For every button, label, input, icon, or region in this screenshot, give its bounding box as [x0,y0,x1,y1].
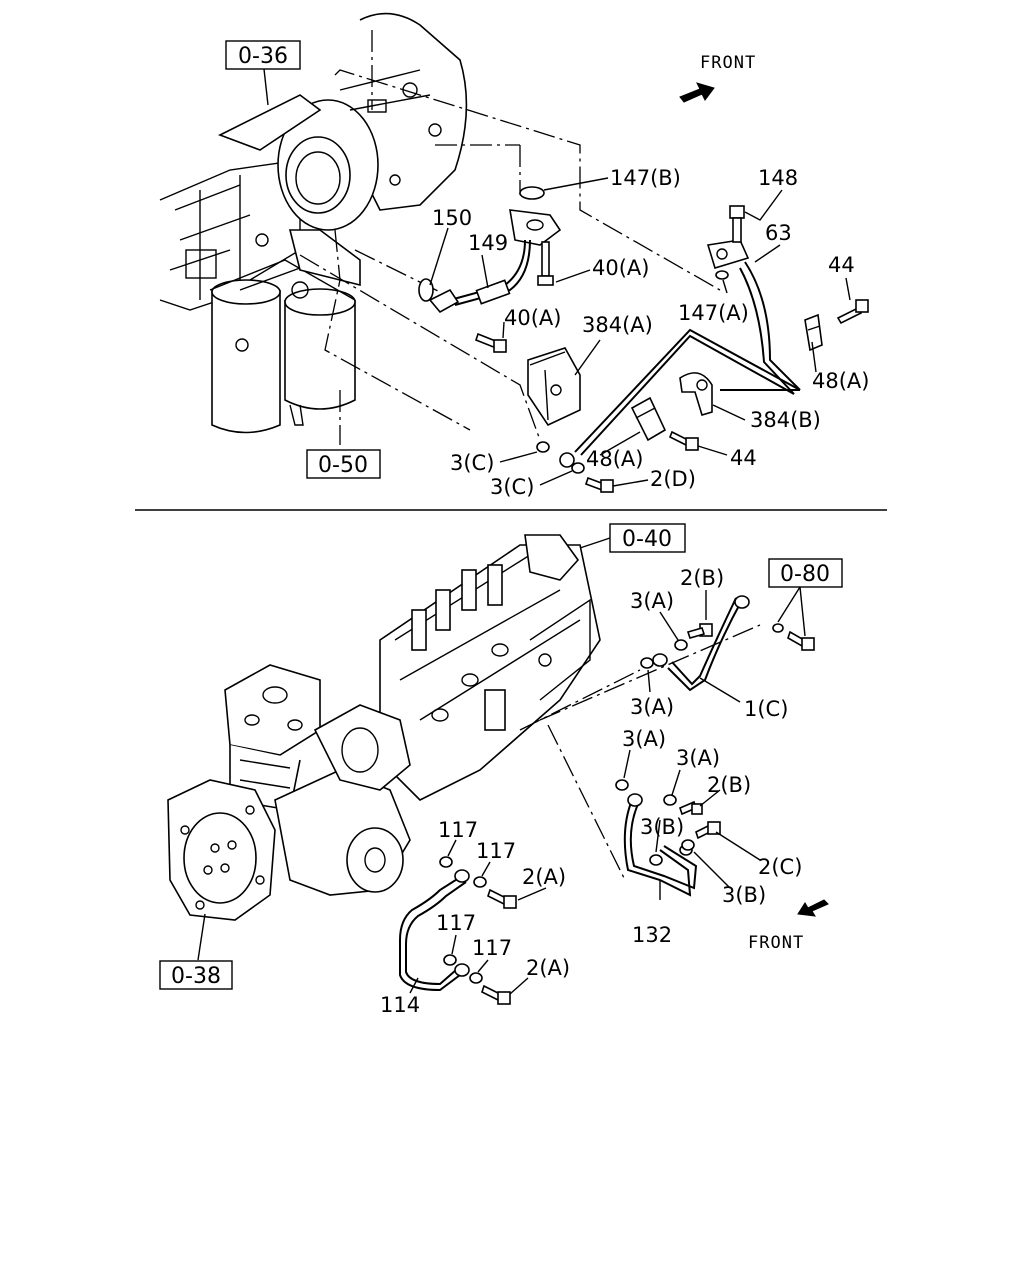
oil-pipe-149 [428,209,562,314]
front-label-top: FRONT [700,53,756,73]
bolt-2b-upper [686,623,713,639]
pipe-1c [652,595,750,692]
label-2a-lower: 2(A) [526,956,570,980]
ref-box-050[interactable]: 0-50 [318,453,368,478]
label-3a-mid: 3(A) [630,695,674,719]
engine-block [159,159,301,311]
bolt-2a-lower [481,984,511,1005]
washer-3a-3 [615,779,629,791]
ref-box-038[interactable]: 0-38 [171,964,221,989]
turbocharger [218,12,468,287]
label-384a: 384(A) [582,313,653,337]
label-114: 114 [380,993,420,1017]
washer-3a-4 [663,794,677,806]
ref-box-050-frame [306,449,381,479]
label-2a-upper: 2(A) [522,865,566,889]
bracket-384b [679,372,713,416]
bottom-diagram: FRONT 0-40 0-80 0-38 2(B) 3(A) 3(A) [159,523,843,1017]
label-2c: 2(C) [758,855,802,879]
bolt-2d [584,476,614,493]
washer-117-4 [469,972,483,984]
ref-box-036[interactable]: 0-36 [238,44,288,69]
washer-3a-1 [674,639,688,651]
label-117-4: 117 [472,936,512,960]
front-arrow-bottom [797,899,829,917]
label-117-1: 117 [438,818,478,842]
washer-117-1 [439,856,453,868]
washer-117-2 [473,876,487,888]
label-384b: 384(B) [750,408,821,432]
ref-box-080[interactable]: 0-80 [780,562,830,587]
label-40a-upper: 40(A) [592,256,649,280]
pipe-63 [559,239,801,468]
washer-3a-2 [640,657,654,669]
label-3c-upper: 3(C) [450,451,494,475]
label-63: 63 [765,221,792,245]
washer-3c-upper [536,441,550,453]
label-48a-lower: 48(A) [586,447,643,471]
bolt-2c [695,821,721,840]
label-148: 148 [758,166,798,190]
label-3a-right: 3(A) [676,746,720,770]
o-ring-147b [519,186,545,200]
label-3b-left: 3(B) [640,815,684,839]
washer-3b-2 [681,839,695,851]
pipe-114 [399,869,470,992]
ref-box-080-frame [768,558,843,588]
label-1c: 1(C) [744,697,788,721]
label-2b-upper: 2(B) [680,566,724,590]
clip-48a-lower [630,396,667,442]
label-3b-right: 3(B) [722,883,766,907]
front-label-bottom: FRONT [748,933,804,953]
clip-48a-upper [804,313,823,352]
drive-flange [167,779,276,921]
label-147b: 147(B) [610,166,681,190]
bolt-148 [729,205,745,243]
o-ring-147a [715,270,729,280]
bolt-44-upper [836,299,869,325]
bolt-44-lower [668,430,699,451]
washer-3b-1 [649,854,663,866]
label-2b-lower: 2(B) [707,773,751,797]
label-3a-left: 3(A) [622,727,666,751]
gear-pump [274,704,411,896]
label-117-3: 117 [436,911,476,935]
top-diagram: FRONT 0-36 0-50 147(B) 148 63 150 149 40… [159,12,869,499]
bolt-40a-lower [475,332,507,353]
ref-box-040[interactable]: 0-40 [622,527,672,552]
bolt-0-80 [787,630,815,651]
label-117-2: 117 [476,839,516,863]
label-2d: 2(D) [650,467,696,491]
ref-box-036-frame [225,40,301,70]
label-132: 132 [632,923,672,947]
label-44-upper: 44 [828,253,855,277]
oil-filter [209,259,356,434]
label-149: 149 [468,231,508,255]
bolt-40a-upper [537,241,554,286]
bolt-2b-lower [679,800,703,816]
bracket-384a [527,347,581,427]
ref-box-038-frame [159,960,233,990]
label-147a: 147(A) [678,301,749,325]
washer-3c-lower [571,462,585,474]
label-150: 150 [432,206,472,230]
label-44-lower: 44 [730,446,757,470]
label-40a-lower: 40(A) [504,306,561,330]
washer-0-80 [772,623,784,633]
washer-117-3 [443,954,457,966]
label-48a-right: 48(A) [812,369,869,393]
bolt-2a-upper [487,888,517,909]
front-arrow-top [679,82,715,103]
label-3a-upper: 3(A) [630,589,674,613]
injection-pump [379,534,601,801]
label-3c-lower: 3(C) [490,475,534,499]
